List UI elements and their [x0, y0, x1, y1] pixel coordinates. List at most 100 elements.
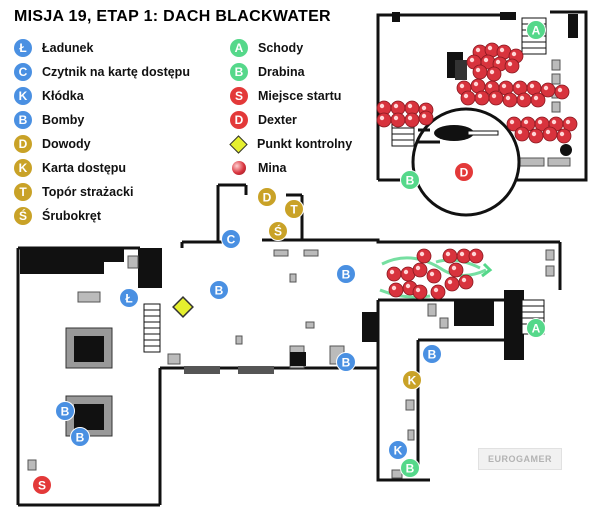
- mine-icon: [472, 64, 488, 80]
- mine-highlight: [491, 93, 497, 99]
- mine-icon: [504, 58, 520, 74]
- mine-highlight: [421, 113, 427, 119]
- marker-label: Ś: [274, 224, 282, 239]
- mine-highlight: [391, 285, 397, 291]
- mine-icon: [418, 110, 434, 126]
- marker-label: A: [532, 24, 541, 38]
- mine-highlight: [459, 251, 465, 257]
- stairs-left: [143, 303, 161, 353]
- marker-label: T: [290, 203, 298, 217]
- marker-circle: [209, 280, 229, 300]
- marker-circle: [55, 401, 75, 421]
- mine-highlight: [487, 83, 493, 89]
- marker-dexter: D: [454, 162, 474, 182]
- mine-highlight: [489, 69, 495, 75]
- marker-bomb-5: B: [55, 401, 75, 421]
- mine-icon: [460, 90, 476, 106]
- mine-icon: [388, 282, 404, 298]
- top-right-room: [376, 10, 588, 182]
- checkpoint-icon: [172, 296, 194, 318]
- marker-circle: [336, 264, 356, 284]
- mine-icon: [412, 262, 428, 278]
- marker-circle: [70, 427, 90, 447]
- desk-cluster-1: [65, 327, 113, 369]
- marker-label: Ł: [125, 292, 132, 306]
- mine-icon: [528, 128, 544, 144]
- mine-icon: [554, 84, 570, 100]
- mine-icon: [542, 126, 558, 142]
- marker-circle: [422, 344, 442, 364]
- mine-icon: [474, 90, 490, 106]
- mine-highlight: [531, 131, 537, 137]
- mine-icon: [516, 92, 532, 108]
- marker-bomb-3: B: [422, 344, 442, 364]
- mine-icon: [514, 126, 530, 142]
- mine-icon: [530, 92, 546, 108]
- marker-access-card: K: [402, 370, 422, 390]
- mine-highlight: [507, 61, 513, 67]
- mine-icon: [412, 284, 428, 300]
- mine-highlight: [511, 51, 517, 57]
- mine-highlight: [517, 129, 523, 135]
- marker-label: B: [76, 431, 85, 445]
- marker-evidence: D: [257, 187, 277, 207]
- marker-label: B: [342, 268, 351, 282]
- mine-highlight: [533, 95, 539, 101]
- mine-icon: [416, 248, 432, 264]
- marker-ladder-bottom: B: [400, 458, 420, 478]
- marker-circle: [32, 475, 52, 495]
- marker-label: D: [263, 191, 272, 205]
- mine-highlight: [537, 119, 543, 125]
- mine-icon: [448, 262, 464, 278]
- mine-highlight: [445, 251, 451, 257]
- marker-circle: [402, 370, 422, 390]
- marker-circle: [336, 352, 356, 372]
- mine-icon: [502, 92, 518, 108]
- mine-highlight: [519, 95, 525, 101]
- mine-highlight: [407, 103, 413, 109]
- marker-card-reader: C: [221, 229, 241, 249]
- helipad: [411, 107, 521, 217]
- mine-highlight: [463, 93, 469, 99]
- marker-label: B: [215, 284, 224, 298]
- marker-padlock: K: [388, 440, 408, 460]
- marker-bomb-6: B: [70, 427, 90, 447]
- mine-highlight: [379, 115, 385, 121]
- marker-label: B: [428, 348, 437, 362]
- marker-label: A: [532, 322, 541, 336]
- marker-screwdriver: Ś: [268, 221, 288, 241]
- mine-highlight: [403, 269, 409, 275]
- marker-stairs-a-top: A: [526, 20, 546, 40]
- mine-highlight: [543, 85, 549, 91]
- mine-highlight: [379, 103, 385, 109]
- mine-icon: [404, 112, 420, 128]
- mine-highlight: [501, 83, 507, 89]
- marker-ladder-top: B: [400, 170, 420, 190]
- mine-highlight: [419, 251, 425, 257]
- mine-highlight: [421, 105, 427, 111]
- mine-highlight: [415, 287, 421, 293]
- mine-highlight: [475, 47, 481, 53]
- marker-label: C: [227, 233, 236, 247]
- mine-highlight: [551, 119, 557, 125]
- mine-highlight: [565, 119, 571, 125]
- mine-highlight: [545, 129, 551, 135]
- mine-highlight: [407, 115, 413, 121]
- walls-main: [160, 183, 562, 482]
- marker-label: B: [61, 405, 70, 419]
- marker-fire-axe: T: [284, 199, 304, 219]
- mine-highlight: [433, 287, 439, 293]
- mine-highlight: [473, 81, 479, 87]
- mine-icon: [486, 66, 502, 82]
- mine-highlight: [429, 271, 435, 277]
- marker-circle: [400, 170, 420, 190]
- mine-highlight: [471, 251, 477, 257]
- mine-icon: [556, 128, 572, 144]
- mine-highlight: [393, 115, 399, 121]
- mine-icon: [458, 274, 474, 290]
- mine-icon: [430, 284, 446, 300]
- mine-highlight: [405, 283, 411, 289]
- mine-icon: [376, 112, 392, 128]
